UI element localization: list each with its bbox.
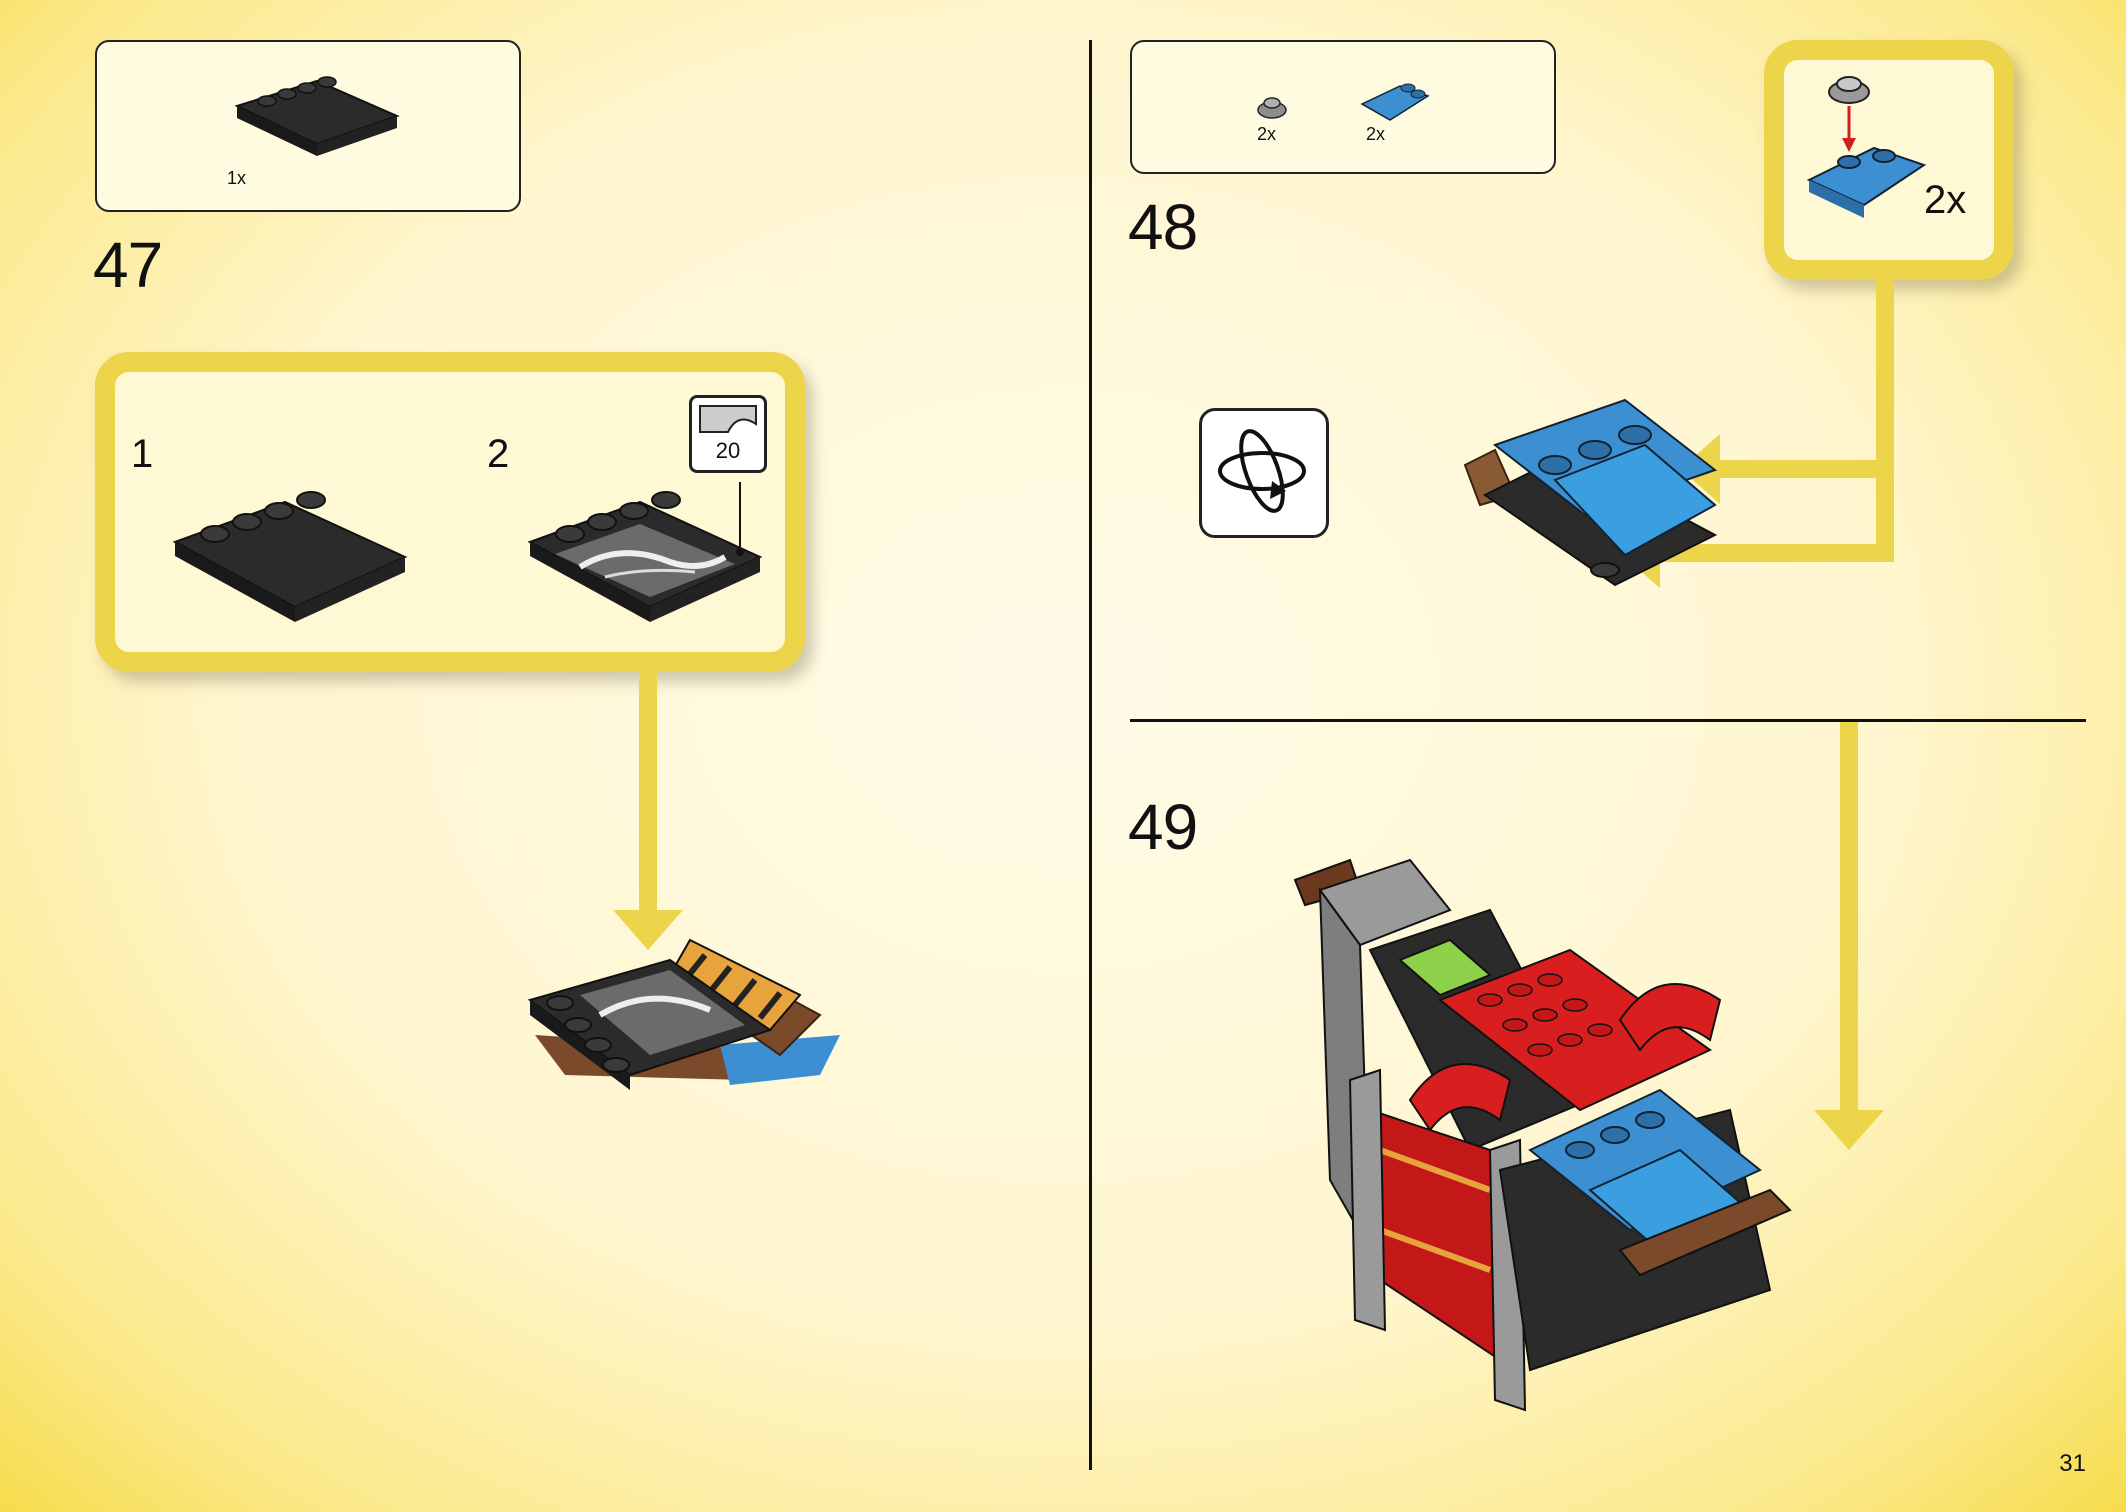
step-48-parts-box: 2x 2x xyxy=(1130,40,1556,174)
down-arrow-icon xyxy=(1814,1110,1884,1150)
grey-round-plate-part-icon xyxy=(1257,97,1287,119)
sticker-leader-line xyxy=(736,482,744,556)
sub-assembly-callout: 1 2 xyxy=(95,352,805,672)
black-tile-substep-1 xyxy=(172,491,408,622)
callout-connector-line xyxy=(639,652,657,912)
down-arrow-icon xyxy=(613,910,683,950)
substep-number-2: 2 xyxy=(487,432,510,476)
step-divider-horizontal xyxy=(1130,719,2086,722)
repeat-callout: 2x xyxy=(1764,40,2014,280)
callout-connector-line xyxy=(1876,280,1894,562)
stack-part-instruction xyxy=(1806,76,1927,218)
black-tile-part-icon xyxy=(234,76,400,156)
page-divider-vertical xyxy=(1089,40,1092,1470)
rotate-icon xyxy=(1218,429,1306,513)
callout-connector-line xyxy=(1840,722,1858,1112)
part-quantity: 1x xyxy=(227,168,247,188)
step-47-assembly xyxy=(527,938,840,1090)
step-number-48: 48 xyxy=(1128,191,1198,263)
rotate-model-indicator xyxy=(1199,408,1329,538)
step-number-47: 47 xyxy=(93,229,163,301)
step-47-parts-box: 1x xyxy=(95,40,521,212)
part-quantity: 2x xyxy=(1257,124,1277,144)
sticker-icon xyxy=(699,405,757,433)
step-number-49: 49 xyxy=(1128,791,1198,863)
black-tile-with-sticker-substep-2 xyxy=(527,491,763,622)
substep-number-1: 1 xyxy=(131,432,154,476)
step-49-assembly xyxy=(1293,858,1792,1412)
blue-curved-slope-part-icon xyxy=(1360,83,1430,121)
callout-connector-line xyxy=(1720,460,1894,478)
sticker-reference-box: 20 xyxy=(689,395,767,473)
page-number: 31 xyxy=(2059,1450,2086,1477)
sticker-number: 20 xyxy=(715,438,741,463)
repeat-quantity: 2x xyxy=(1924,178,1967,222)
step-48-assembly xyxy=(1463,398,1718,587)
callout-connector-line xyxy=(1660,544,1894,562)
part-quantity: 2x xyxy=(1366,124,1386,144)
